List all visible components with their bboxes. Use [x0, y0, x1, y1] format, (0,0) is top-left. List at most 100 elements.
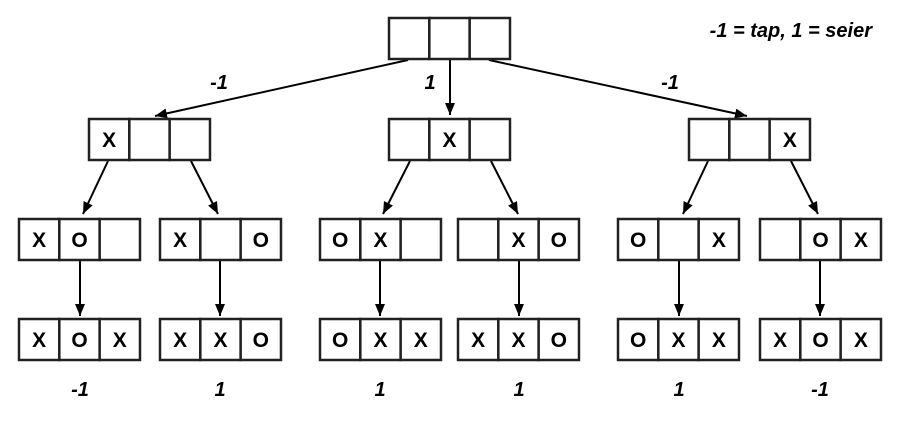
board-cell [98, 317, 142, 362]
board-cell [758, 217, 802, 262]
board-cell [158, 217, 202, 262]
cell-mark-x: X [102, 129, 116, 152]
board-cell [687, 117, 731, 162]
cell-mark-o: O [812, 229, 828, 252]
edge-label-root-to-mid: 1 [424, 72, 435, 94]
board-node-left: X [87, 117, 212, 162]
board-cell [657, 317, 700, 362]
board-cell [17, 317, 61, 362]
board-cell [497, 317, 540, 362]
legend-text: -1 = tap, 1 = seier [709, 20, 872, 42]
board-cell [399, 217, 443, 262]
board-cell [199, 217, 242, 262]
board-cell [58, 317, 101, 362]
cell-mark-x: X [442, 129, 456, 152]
board-cell [697, 217, 741, 262]
edge-label-root-to-right: -1 [661, 72, 679, 94]
tree-edge-right-to-right-1 [682, 160, 709, 215]
board-node-root [387, 16, 512, 61]
board-cell [468, 117, 512, 162]
cell-mark-x: X [773, 329, 787, 352]
outcome-label-leaf-5: 1 [673, 379, 684, 401]
cell-mark-x: X [32, 229, 46, 252]
cell-mark-o: O [71, 329, 87, 352]
cell-mark-o: O [812, 329, 828, 352]
board-cell [239, 317, 283, 362]
board-cell [199, 317, 242, 362]
tree-edge-left-to-left-2 [190, 160, 219, 215]
board-cell [239, 217, 283, 262]
board-cell [428, 16, 471, 61]
cell-mark-o: O [332, 229, 348, 252]
board-cell [456, 317, 500, 362]
board-cell [128, 117, 171, 162]
cell-mark-o: O [332, 329, 348, 352]
cell-mark-x: X [471, 329, 485, 352]
board-cell [359, 317, 402, 362]
board-cell [697, 317, 741, 362]
cell-mark-o: O [551, 329, 567, 352]
cell-mark-x: X [712, 229, 726, 252]
cell-mark-x: X [173, 229, 187, 252]
board-cell [399, 317, 443, 362]
tree-edge-mid-to-mid-2 [490, 160, 519, 215]
board-cell [98, 217, 142, 262]
cell-mark-x: X [113, 329, 127, 352]
board-cell [537, 317, 581, 362]
tree-edge-right-to-right-2 [790, 160, 819, 215]
board-cell [456, 217, 500, 262]
board-cell [87, 117, 131, 162]
board-cell [728, 117, 771, 162]
board-cell [839, 317, 883, 362]
outcome-label-leaf-1: -1 [71, 379, 89, 401]
board-cell [839, 217, 883, 262]
cell-mark-o: O [253, 229, 269, 252]
tree-edge-mid-to-mid-1 [382, 160, 411, 215]
outcome-label-leaf-4: 1 [513, 379, 524, 401]
cell-mark-x: X [414, 329, 428, 352]
cell-mark-x: X [511, 229, 525, 252]
cell-mark-x: X [32, 329, 46, 352]
board-cell [387, 16, 431, 61]
cell-mark-x: X [511, 329, 525, 352]
cell-mark-x: X [173, 329, 187, 352]
board-node-mid: X [387, 117, 512, 162]
cell-mark-x: X [854, 229, 868, 252]
cell-mark-o: O [71, 229, 87, 252]
cell-mark-o: O [551, 229, 567, 252]
outcome-label-leaf-2: 1 [214, 379, 225, 401]
cell-mark-o: O [630, 229, 646, 252]
cell-mark-x: X [783, 129, 797, 152]
board-cell [616, 317, 660, 362]
outcome-label-leaf-6: -1 [811, 379, 829, 401]
cell-mark-x: X [213, 329, 227, 352]
board-cell [168, 117, 212, 162]
board-cell [58, 217, 101, 262]
board-cell [537, 217, 581, 262]
cell-mark-o: O [253, 329, 269, 352]
tree-edge-left-to-left-1 [82, 160, 109, 215]
cell-mark-x: X [373, 229, 387, 252]
tree-edge-root-to-right [488, 59, 748, 119]
outcome-label-leaf-3: 1 [374, 379, 385, 401]
cell-mark-x: X [671, 329, 685, 352]
cell-mark-o: O [630, 329, 646, 352]
board-cell [768, 117, 812, 162]
edge-label-root-to-left: -1 [210, 72, 228, 94]
board-cell [17, 217, 61, 262]
cell-mark-x: X [373, 329, 387, 352]
